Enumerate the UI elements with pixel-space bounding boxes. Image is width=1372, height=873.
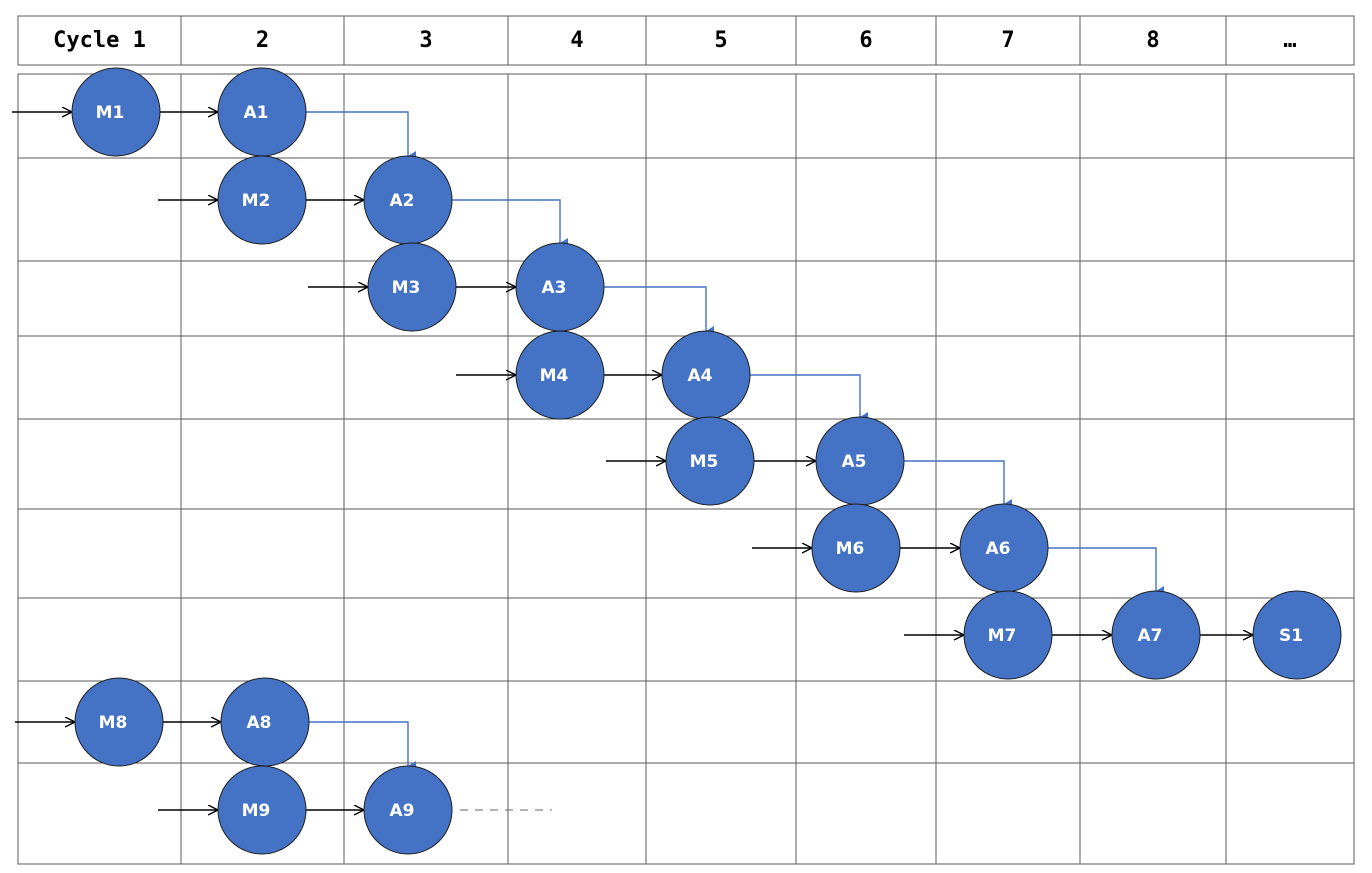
node-label: M3	[392, 278, 421, 298]
node-label: M5	[690, 452, 719, 472]
dependency-arrow-a2-a3	[452, 199, 568, 248]
node-m3: M3	[367, 242, 457, 332]
node-a8: A8	[220, 677, 310, 767]
node-circle	[515, 330, 605, 420]
node-label: M9	[242, 801, 271, 821]
node-label: A2	[390, 191, 415, 211]
node-m6: M6	[811, 503, 901, 593]
node-a9: A9	[363, 765, 453, 855]
header-cell-4: 4	[570, 28, 583, 53]
header-cell-5: 5	[714, 28, 727, 53]
node-a6: A6	[959, 503, 1049, 593]
node-label: M4	[540, 366, 569, 386]
node-label: A1	[244, 103, 269, 123]
header-cell-2: 2	[256, 28, 269, 53]
dependency-arrow-a6-a7	[1048, 547, 1164, 596]
node-m5: M5	[665, 416, 755, 506]
node-a3: A3	[515, 242, 605, 332]
header-cell-7: 7	[1001, 28, 1014, 53]
header-cell-9: …	[1283, 28, 1296, 53]
node-label: M7	[988, 626, 1017, 646]
node-label: A4	[688, 366, 713, 386]
node-circle	[363, 765, 453, 855]
node-m9: M9	[217, 765, 307, 855]
node-label: A7	[1138, 626, 1163, 646]
header-cell-3: 3	[419, 28, 432, 53]
node-label: A6	[986, 539, 1011, 559]
node-m4: M4	[515, 330, 605, 420]
dependency-arrow-a1-a2	[306, 111, 416, 161]
header-cell-6: 6	[859, 28, 872, 53]
header-row: Cycle 1 2 3 4 5 6 7 8 …	[17, 15, 1355, 66]
header-cell-1: Cycle 1	[53, 28, 146, 53]
node-circle	[367, 242, 457, 332]
node-label: M1	[96, 103, 125, 123]
node-label: A5	[842, 452, 867, 472]
edges-layer	[12, 112, 1253, 810]
node-label: A9	[390, 801, 415, 821]
node-circle	[1252, 590, 1342, 680]
node-circle	[71, 67, 161, 157]
node-a1: A1	[217, 67, 307, 157]
dependency-arrow-a3-a4	[604, 286, 714, 336]
node-m7: M7	[963, 590, 1053, 680]
dependency-arrow-a5-a6	[904, 460, 1012, 509]
grid-border	[17, 73, 1355, 865]
node-circle	[74, 677, 164, 767]
header-cell-8: 8	[1146, 28, 1159, 53]
node-label: M8	[99, 713, 128, 733]
node-circle	[217, 155, 307, 245]
node-a5: A5	[815, 416, 905, 506]
node-circle	[1111, 590, 1201, 680]
node-circle	[963, 590, 1053, 680]
node-label: S1	[1279, 626, 1303, 646]
node-s1: S1	[1252, 590, 1342, 680]
node-m1: M1	[71, 67, 161, 157]
dependency-arrow-a4-a5	[750, 374, 868, 422]
node-circle	[217, 765, 307, 855]
node-m2: M2	[217, 155, 307, 245]
node-label: A8	[247, 713, 272, 733]
dependency-arrow-a8-a9	[309, 721, 416, 771]
node-circle	[811, 503, 901, 593]
node-a7: A7	[1111, 590, 1201, 680]
node-label: A3	[542, 278, 567, 298]
header-border	[17, 15, 1355, 66]
node-circle	[665, 416, 755, 506]
node-label: M2	[242, 191, 271, 211]
node-a2: A2	[363, 155, 453, 245]
node-m8: M8	[74, 677, 164, 767]
node-a4: A4	[661, 330, 751, 420]
node-label: M6	[836, 539, 865, 559]
